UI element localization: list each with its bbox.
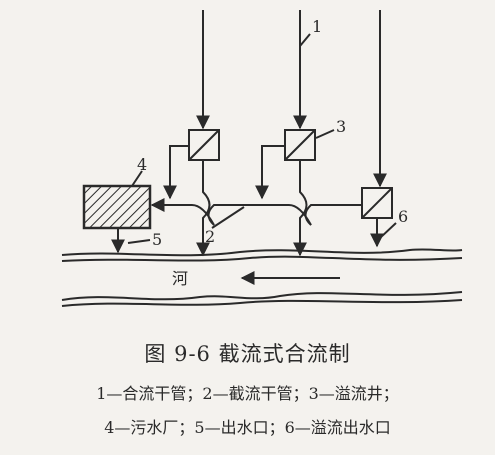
legend-line-2: 4—污水厂；5—出水口；6—溢流出水口 <box>104 418 391 437</box>
river-bank-bottom <box>61 291 463 301</box>
leader-2 <box>211 206 245 229</box>
river-label: 河 <box>172 269 188 288</box>
interceptor-combined-sewer-diagram: 1 2 3 4 5 6 河 <box>61 10 463 307</box>
river-bank-top <box>61 248 463 257</box>
callout-4: 4 <box>137 155 147 174</box>
figure-title: 图 9-6 截流式合流制 <box>144 342 351 366</box>
callout-6: 6 <box>398 207 408 226</box>
leader-5 <box>127 239 151 244</box>
overflow-pipe-left <box>196 160 211 257</box>
legend-line-1: 1—合流干管；2—截流干管；3—溢流井； <box>96 384 399 403</box>
leader-4 <box>131 170 143 187</box>
callout-1: 1 <box>312 17 322 36</box>
overflow-pipe-middle <box>293 160 308 257</box>
river-bank-top-inner <box>61 255 463 262</box>
callout-2: 2 <box>205 227 215 246</box>
callout-5: 5 <box>152 230 162 249</box>
leader-1 <box>299 33 311 47</box>
river-bank-bottom-inner <box>61 299 463 307</box>
branch-left <box>163 145 189 200</box>
callout-3: 3 <box>336 117 346 136</box>
leader-3 <box>315 129 335 139</box>
interceptor-main <box>150 198 362 226</box>
leader-6 <box>379 222 397 239</box>
branch-middle <box>255 145 285 200</box>
sewage-treatment-plant <box>82 184 152 230</box>
